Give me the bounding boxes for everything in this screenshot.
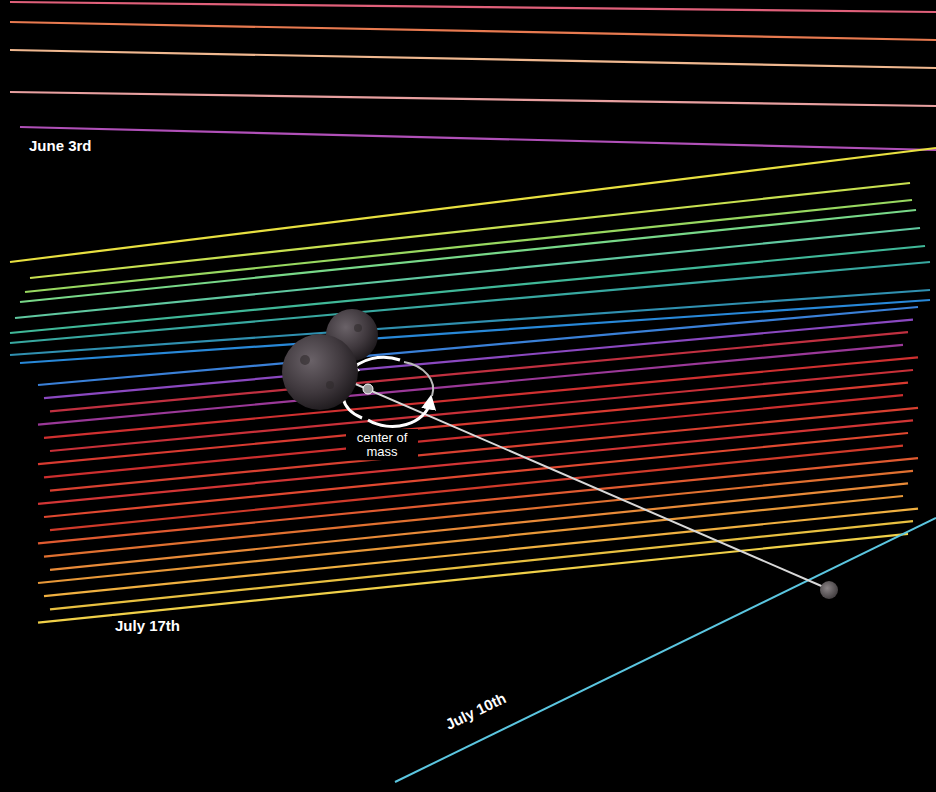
chord-line [20, 127, 936, 150]
date-label: July 10th [440, 687, 512, 735]
observer-body [820, 581, 838, 599]
chord-line [25, 200, 912, 292]
chord-line [10, 2, 936, 12]
center-of-mass-dot [363, 384, 373, 394]
chord-line [38, 383, 908, 465]
sightline [300, 360, 826, 588]
chord-line [44, 509, 918, 597]
chord-line [10, 22, 936, 40]
annotation-label: center of mass [348, 430, 416, 459]
date-label: June 3rd [26, 136, 95, 155]
chord-line [44, 357, 918, 437]
chord-line [44, 433, 908, 517]
chord-line [10, 246, 925, 333]
chord-line [10, 290, 930, 355]
chord-line [38, 420, 913, 503]
chord-line [30, 183, 910, 278]
chord-line [44, 395, 903, 477]
date-label: July 17th [112, 616, 183, 635]
chord-line [50, 408, 918, 491]
chord-line [50, 483, 908, 569]
chord-line [38, 496, 903, 583]
chord-line [44, 471, 913, 557]
occultation-chords [10, 2, 936, 623]
chord-line [20, 210, 916, 302]
chord-line [10, 92, 936, 106]
arrokoth-body [282, 309, 378, 410]
chord-line [10, 50, 936, 68]
july-10-chord [395, 518, 936, 782]
chord-line [15, 228, 920, 318]
chord-line [50, 332, 908, 411]
chord-line [50, 521, 913, 609]
chord-line [50, 446, 903, 531]
chord-line [38, 534, 908, 623]
chord-line [38, 307, 918, 385]
label-patch [346, 429, 418, 460]
chord-line [38, 458, 918, 543]
chord-line [44, 320, 913, 399]
